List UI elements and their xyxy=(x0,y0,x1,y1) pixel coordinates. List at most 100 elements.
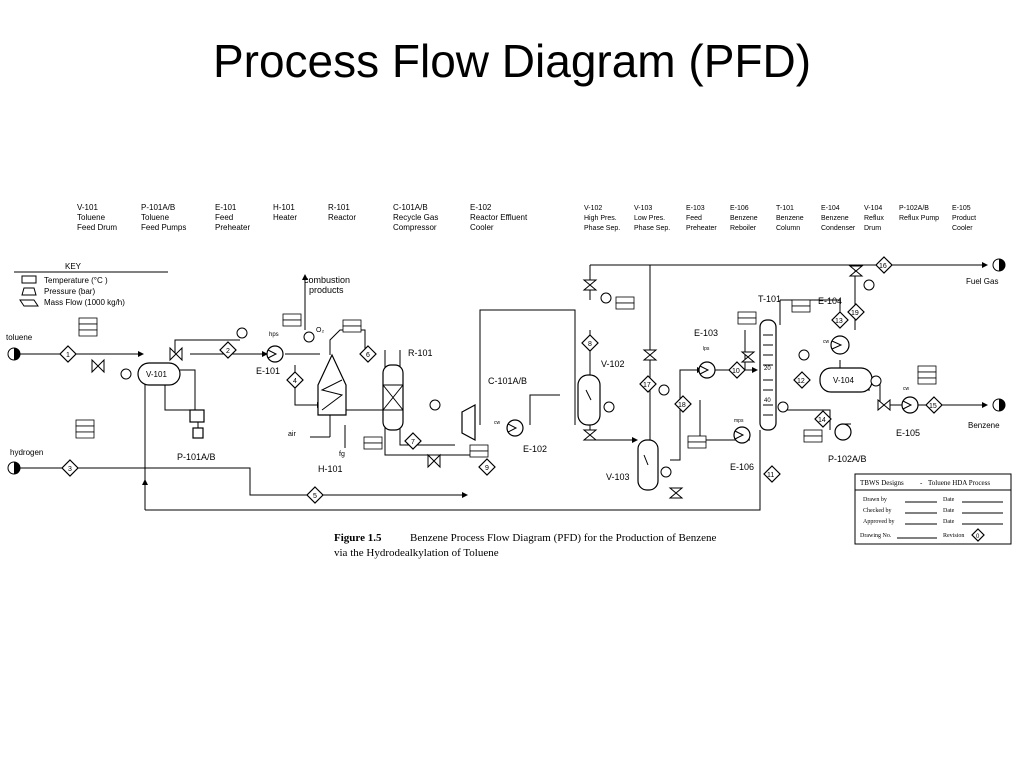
stream-1: 1 xyxy=(59,345,77,363)
condition-flag xyxy=(737,311,757,325)
stream-10: 10 xyxy=(728,361,746,379)
svg-text:3: 3 xyxy=(68,466,72,473)
condition-flag xyxy=(342,319,362,333)
svg-text:Feed: Feed xyxy=(215,213,233,222)
svg-text:Condenser: Condenser xyxy=(821,225,856,232)
svg-text:V-101: V-101 xyxy=(77,203,98,212)
svg-text:16: 16 xyxy=(879,263,887,270)
c101-recycle-gas-compressor: C-101A/B xyxy=(461,376,527,442)
stream-4: 4 xyxy=(286,371,304,389)
svg-text:E-105: E-105 xyxy=(896,428,920,438)
svg-text:Fuel Gas: Fuel Gas xyxy=(966,277,998,286)
e104-benzene-condenser: E-104 cw xyxy=(818,296,850,355)
svg-text:Feed Pumps: Feed Pumps xyxy=(141,223,186,232)
stream-16: 16 xyxy=(875,256,893,274)
svg-text:toluene: toluene xyxy=(6,333,33,342)
pressure-symbol xyxy=(21,287,37,296)
svg-text:Date: Date xyxy=(943,508,955,514)
svg-text:H-101: H-101 xyxy=(318,464,343,474)
svg-text:P-102A/B: P-102A/B xyxy=(828,454,867,464)
drawing-title-block: TBWS Designs - Toluene HDA Process Drawn… xyxy=(854,473,1012,545)
condition-flag xyxy=(363,436,383,450)
svg-text:fg: fg xyxy=(339,451,345,458)
hydrogen-inlet-terminator xyxy=(7,461,21,475)
condition-flag xyxy=(78,317,98,337)
svg-text:Benzene: Benzene xyxy=(730,215,758,222)
svg-text:Reboiler: Reboiler xyxy=(730,225,757,232)
svg-text:KEY: KEY xyxy=(65,262,82,271)
e102-reactor-effluent-cooler: E-102 cw xyxy=(494,419,547,454)
stream-3: 3 xyxy=(61,459,79,477)
stream-2: 2 xyxy=(219,341,237,359)
e105-product-cooler: E-105 cw xyxy=(896,386,920,438)
svg-text:Benzene: Benzene xyxy=(776,215,804,222)
svg-text:C-101A/B: C-101A/B xyxy=(393,203,428,212)
p101-toluene-feed-pump: P-101A/B xyxy=(177,409,216,462)
svg-text:T-101: T-101 xyxy=(776,205,794,212)
svg-text:V-103: V-103 xyxy=(606,472,630,482)
svg-text:0: 0 xyxy=(976,534,980,540)
svg-text:Benzene: Benzene xyxy=(821,215,849,222)
svg-text:20: 20 xyxy=(764,366,771,372)
process-lines xyxy=(20,264,985,511)
stream-14: 14 xyxy=(814,410,832,428)
svg-text:E-104: E-104 xyxy=(821,205,840,212)
v101-toluene-feed-drum: V-101 xyxy=(137,362,181,386)
svg-text:Column: Column xyxy=(776,225,800,232)
svg-text:6: 6 xyxy=(366,352,370,359)
svg-text:Temperature (°C ): Temperature (°C ) xyxy=(44,276,108,285)
svg-text:Cooler: Cooler xyxy=(470,223,494,232)
svg-text:hps: hps xyxy=(269,332,279,338)
svg-text:hydrogen: hydrogen xyxy=(10,448,43,457)
svg-text:12: 12 xyxy=(797,378,805,385)
svg-text:R-101: R-101 xyxy=(408,348,433,358)
stream-condition-flags xyxy=(75,296,937,458)
svg-text:Pressure (bar): Pressure (bar) xyxy=(44,287,95,296)
svg-text:15: 15 xyxy=(929,403,937,410)
stream-15: 15 xyxy=(925,396,943,414)
svg-text:Feed Drum: Feed Drum xyxy=(77,223,117,232)
svg-text:P-101A/B: P-101A/B xyxy=(141,203,175,212)
svg-text:Drum: Drum xyxy=(864,225,881,232)
svg-text:Preheater: Preheater xyxy=(686,225,717,232)
svg-text:P-102A/B: P-102A/B xyxy=(899,205,929,212)
svg-text:lps: lps xyxy=(703,346,710,352)
svg-text:18: 18 xyxy=(678,402,686,409)
svg-text:T-101: T-101 xyxy=(758,294,781,304)
svg-text:10: 10 xyxy=(732,368,740,375)
svg-text:TBWS Designs: TBWS Designs xyxy=(860,479,904,487)
stream-19: 19 xyxy=(847,303,865,321)
svg-text:mps: mps xyxy=(734,418,744,424)
condition-flag xyxy=(803,429,823,443)
slide-title: Process Flow Diagram (PFD) xyxy=(212,35,812,87)
svg-text:E-101: E-101 xyxy=(215,203,237,212)
svg-text:Reflux Pump: Reflux Pump xyxy=(899,215,939,222)
svg-text:E-106: E-106 xyxy=(730,462,754,472)
stream-6: 6 xyxy=(359,345,377,363)
svg-text:Benzene: Benzene xyxy=(968,421,1000,430)
svg-text:O₂: O₂ xyxy=(316,327,324,334)
p102-reflux-pump: P-102A/B xyxy=(828,423,867,464)
svg-text:E-103: E-103 xyxy=(686,205,705,212)
svg-text:19: 19 xyxy=(851,310,859,317)
legend-p102: P-102A/B Reflux Pump xyxy=(899,205,939,222)
v102-high-pressure-separator: V-102 xyxy=(577,359,625,426)
svg-text:40: 40 xyxy=(764,398,771,404)
svg-text:-: - xyxy=(920,479,923,487)
svg-text:products: products xyxy=(309,285,344,295)
svg-text:Benzene Process Flow Diagram (: Benzene Process Flow Diagram (PFD) for t… xyxy=(410,532,717,544)
stream-5: 5 xyxy=(306,486,324,504)
svg-text:E-102: E-102 xyxy=(523,444,547,454)
svg-text:cw: cw xyxy=(903,386,910,392)
svg-text:Low Pres.: Low Pres. xyxy=(634,215,665,222)
svg-text:17: 17 xyxy=(643,382,651,389)
svg-text:Date: Date xyxy=(943,519,955,525)
